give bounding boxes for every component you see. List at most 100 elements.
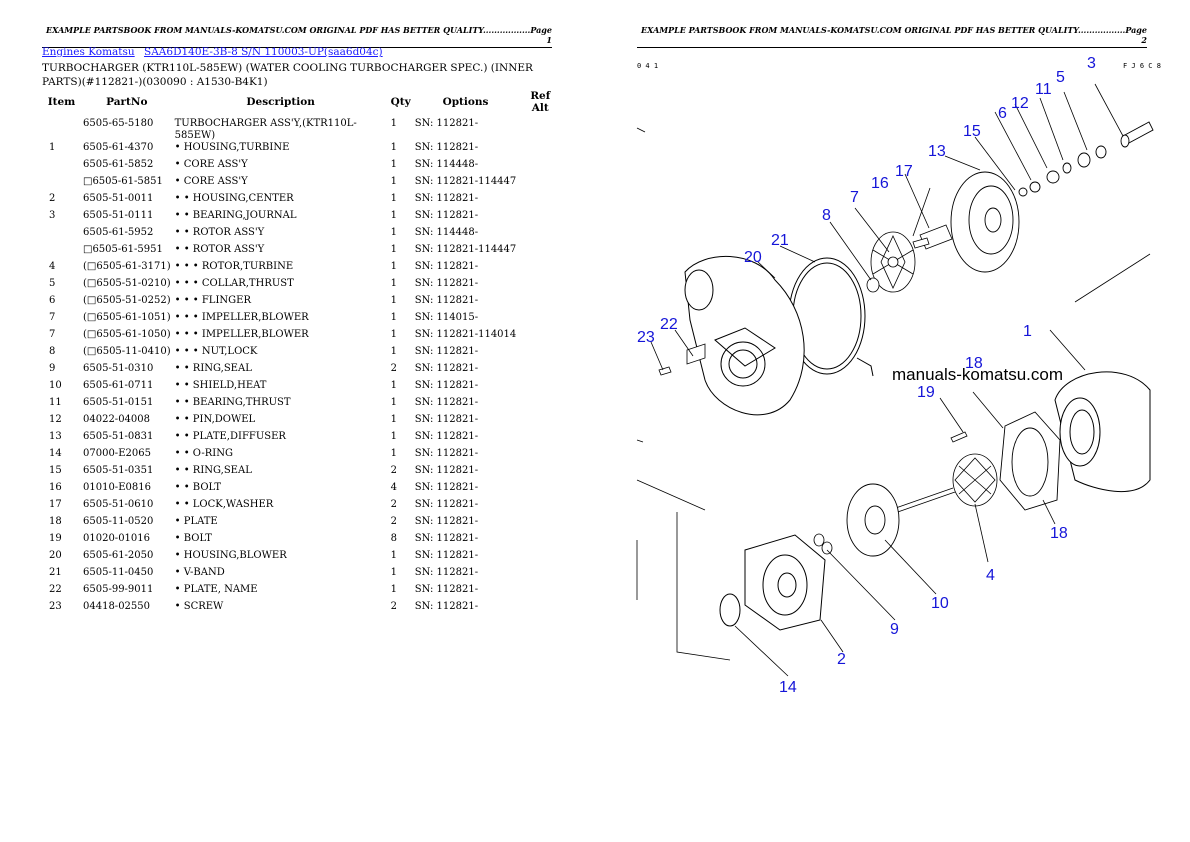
cell-options: SN: 112821- xyxy=(414,584,479,595)
callout-23: 23 xyxy=(637,329,655,346)
cell-options: SN: 114015- xyxy=(414,312,479,323)
seal-ring-part xyxy=(813,533,833,555)
cell-refalt xyxy=(518,142,562,159)
cell-description: • • ROTOR ASS'Y xyxy=(174,244,265,255)
cell-description: • V-BAND xyxy=(174,567,225,578)
diagram-page: EXAMPLE PARTSBOOK FROM MANUALS-KOMATSU.C… xyxy=(595,0,1190,842)
cell-description: • • PLATE,DIFFUSER xyxy=(174,431,286,442)
callout-16: 16 xyxy=(871,175,889,192)
parts-table: Item PartNo Description Qty Options Ref … xyxy=(42,90,562,618)
cell-refalt xyxy=(518,414,562,431)
callout-leader-lines xyxy=(650,83,1124,677)
cell-partno: 04022-04008 xyxy=(83,414,151,425)
cell-options: SN: 112821- xyxy=(414,516,479,527)
callout-20: 20 xyxy=(744,249,762,266)
cell-description: • • O-RING xyxy=(174,448,233,459)
cell-qty: 1 xyxy=(390,550,398,561)
cell-qty: 1 xyxy=(390,278,398,289)
cell-qty: 1 xyxy=(390,227,398,238)
cell-options: SN: 112821- xyxy=(414,465,479,476)
cell-partno: (□6505-51-0210) xyxy=(83,278,171,289)
breadcrumb-link-model[interactable]: SAA6D140E-3B-8 S/N 110003-UP(saa6d04c) xyxy=(144,46,383,58)
cell-item: 1 xyxy=(49,142,56,153)
cell-item: 8 xyxy=(49,346,56,357)
cell-options: SN: 112821- xyxy=(414,278,479,289)
cell-options: SN: 112821- xyxy=(414,397,479,408)
page-header: EXAMPLE PARTSBOOK FROM MANUALS-KOMATSU.C… xyxy=(637,25,1147,48)
cell-options: SN: 112821- xyxy=(414,346,479,357)
cell-refalt xyxy=(518,210,562,227)
cell-refalt xyxy=(518,533,562,550)
callout-10: 10 xyxy=(931,595,949,612)
cell-options: SN: 112821- xyxy=(414,142,479,153)
diagram-corner-code-left: 0 4 1 xyxy=(637,62,658,70)
callout-14: 14 xyxy=(779,679,797,696)
cell-item xyxy=(42,176,81,193)
cell-options: SN: 112821- xyxy=(414,295,479,306)
cell-description: • HOUSING,TURBINE xyxy=(174,142,290,153)
cell-description: TURBOCHARGER ASS'Y,(KTR110L-585EW) xyxy=(174,118,357,141)
o-ring-part xyxy=(719,593,741,627)
cell-item xyxy=(42,244,81,261)
cell-description: • • • IMPELLER,BLOWER xyxy=(174,312,309,323)
cell-options: SN: 112821- xyxy=(414,414,479,425)
cell-options: SN: 112821- xyxy=(414,210,479,221)
column-header-item: Item xyxy=(47,96,76,108)
cell-refalt xyxy=(518,499,562,516)
cell-refalt xyxy=(518,363,562,380)
cell-options: SN: 112821- xyxy=(414,499,479,510)
cell-partno: 6505-51-0310 xyxy=(83,363,154,374)
table-header-row: Item PartNo Description Qty Options Ref … xyxy=(42,90,562,118)
cell-partno: □6505-61-5851 xyxy=(83,176,163,187)
cell-description: • • LOCK,WASHER xyxy=(174,499,274,510)
cell-qty: 2 xyxy=(390,363,398,374)
cell-item: 12 xyxy=(49,414,62,425)
cell-item: 22 xyxy=(49,584,62,595)
page-title: TURBOCHARGER (KTR110L-585EW) (WATER COOL… xyxy=(42,62,533,88)
cell-qty: 1 xyxy=(390,329,398,340)
cell-options: SN: 114448- xyxy=(414,227,479,238)
cell-qty: 1 xyxy=(390,210,398,221)
cell-description: • • HOUSING,CENTER xyxy=(174,193,294,204)
cell-description: • • • IMPELLER,BLOWER xyxy=(174,329,309,340)
cell-description: • • • NUT,LOCK xyxy=(174,346,258,357)
cell-options: SN: 112821- xyxy=(414,482,479,493)
cell-qty: 1 xyxy=(390,448,398,459)
cell-refalt xyxy=(518,397,562,414)
bearing-journal-part xyxy=(1018,121,1154,197)
cell-options: SN: 112821- xyxy=(414,363,479,374)
cell-partno: 6505-61-5952 xyxy=(83,227,154,238)
cell-item: 20 xyxy=(49,550,62,561)
cell-item: 23 xyxy=(49,601,62,612)
cell-partno: 6505-51-0831 xyxy=(83,431,154,442)
cell-description: • • RING,SEAL xyxy=(174,363,252,374)
center-housing-part xyxy=(744,534,826,631)
callout-15: 15 xyxy=(963,123,981,140)
cell-qty: 1 xyxy=(390,159,398,170)
cell-options: SN: 112821-114014 xyxy=(414,329,517,340)
name-plate-part xyxy=(658,343,706,376)
cell-qty: 1 xyxy=(390,261,398,272)
cell-partno: 6505-11-0520 xyxy=(83,516,154,527)
cell-description: • CORE ASS'Y xyxy=(174,176,248,187)
cell-qty: 4 xyxy=(390,482,398,493)
cell-description: • • BOLT xyxy=(174,482,222,493)
blower-housing-part xyxy=(684,255,805,416)
callout-2: 2 xyxy=(837,651,846,668)
cell-options: SN: 112821- xyxy=(414,533,479,544)
cell-qty: 2 xyxy=(390,499,398,510)
cell-partno: 6505-61-5852 xyxy=(83,159,154,170)
cell-item: 5 xyxy=(49,278,56,289)
cell-options: SN: 112821- xyxy=(414,550,479,561)
cell-qty: 1 xyxy=(390,176,398,187)
breadcrumb-link-engines[interactable]: Engines Komatsu xyxy=(42,46,135,58)
callout-8: 8 xyxy=(822,207,831,224)
